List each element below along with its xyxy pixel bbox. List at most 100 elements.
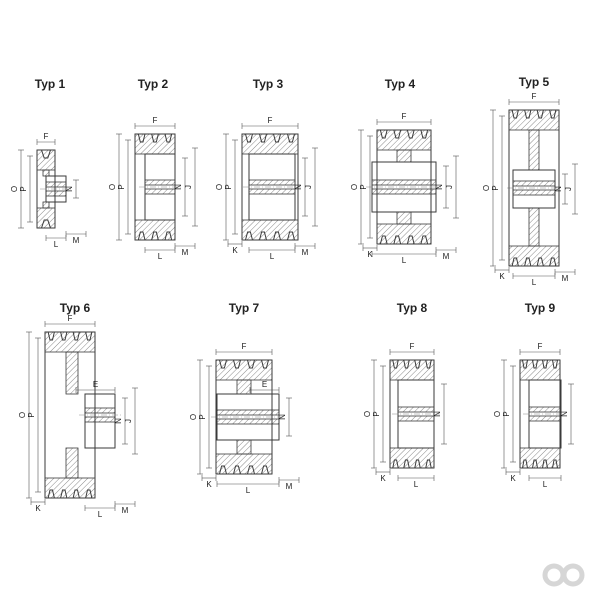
dim-label-m: M bbox=[122, 506, 129, 515]
dim-label-p: P bbox=[198, 414, 207, 419]
bore-upper bbox=[45, 181, 67, 188]
hub bbox=[144, 153, 176, 221]
dim-label-l: L bbox=[98, 510, 103, 519]
bore-upper bbox=[512, 180, 556, 187]
dim-label-l: L bbox=[402, 256, 407, 265]
disc-outline bbox=[508, 109, 560, 267]
bore-upper bbox=[397, 406, 435, 413]
rim-top bbox=[215, 359, 273, 381]
groove-profile bbox=[135, 231, 175, 241]
rim-top bbox=[241, 133, 299, 155]
bore-upper bbox=[84, 407, 116, 414]
dim-label-f: F bbox=[410, 342, 415, 351]
hub bbox=[512, 169, 556, 209]
rim-bottom bbox=[389, 447, 435, 469]
rim-top bbox=[376, 129, 432, 151]
dim-label-m: M bbox=[443, 252, 450, 261]
dim-label-o: O bbox=[10, 186, 19, 192]
dim-label-k: K bbox=[206, 480, 212, 489]
dim-label-o: O bbox=[350, 184, 359, 190]
dim-label-l: L bbox=[270, 252, 275, 261]
dim-label-p: P bbox=[491, 185, 500, 190]
dim-label-p: P bbox=[27, 412, 36, 417]
dim-label-k: K bbox=[510, 474, 516, 483]
rim-bottom bbox=[36, 207, 56, 229]
bore-lower bbox=[144, 188, 176, 195]
type-title: Typ 5 bbox=[519, 75, 550, 89]
dim-label-o: O bbox=[215, 184, 224, 190]
dim-label-k: K bbox=[232, 246, 238, 255]
dim-label-o: O bbox=[108, 184, 117, 190]
dim-label-j: J bbox=[564, 187, 573, 191]
dim-label-p: P bbox=[117, 184, 126, 189]
disc-outline bbox=[44, 331, 96, 499]
disc-outline bbox=[389, 359, 435, 469]
dim-label-o: O bbox=[482, 185, 491, 191]
dim-label-o: O bbox=[493, 411, 502, 417]
web-lower bbox=[396, 211, 412, 225]
dim-label-m: M bbox=[562, 274, 569, 283]
rim-bottom bbox=[241, 219, 299, 241]
bore-upper bbox=[528, 406, 562, 413]
dim-label-m: M bbox=[73, 236, 80, 245]
dim-label-n: N bbox=[554, 186, 563, 192]
dim-label-n: N bbox=[174, 184, 183, 190]
infinity-logo-icon bbox=[542, 563, 585, 587]
dim-label-f: F bbox=[44, 132, 49, 141]
type-title: Typ 1 bbox=[35, 77, 66, 91]
dim-label-j: J bbox=[184, 185, 193, 189]
type-title: Typ 7 bbox=[229, 301, 260, 315]
dim-label-m: M bbox=[182, 248, 189, 257]
dim-label-l: L bbox=[54, 240, 59, 249]
dim-label-o: O bbox=[18, 412, 27, 418]
type-title: Typ 9 bbox=[525, 301, 556, 315]
dim-label-f: F bbox=[532, 92, 537, 101]
disc-outline bbox=[519, 359, 561, 469]
type-title: Typ 3 bbox=[253, 77, 284, 91]
rim-bottom bbox=[519, 447, 561, 469]
rim-top bbox=[508, 109, 560, 131]
dim-label-k: K bbox=[380, 474, 386, 483]
dim-label-o: O bbox=[363, 411, 372, 417]
dim-label-m: M bbox=[302, 248, 309, 257]
web-upper bbox=[236, 379, 252, 395]
dim-label-f: F bbox=[242, 342, 247, 351]
dim-label-f: F bbox=[68, 314, 73, 323]
dim-label-f: F bbox=[402, 112, 407, 121]
bore-lower bbox=[84, 416, 116, 423]
rim-top bbox=[134, 133, 176, 155]
rim-bottom bbox=[376, 223, 432, 245]
dim-label-n: N bbox=[65, 186, 74, 192]
rim-bottom bbox=[215, 453, 273, 475]
web-upper bbox=[65, 351, 79, 395]
dim-label-e: E bbox=[262, 380, 267, 389]
dim-label-k: K bbox=[35, 504, 41, 513]
dim-label-e: E bbox=[93, 380, 98, 389]
rim-top bbox=[519, 359, 561, 381]
type-title: Typ 6 bbox=[60, 301, 91, 315]
groove-profile bbox=[135, 133, 175, 143]
web-lower bbox=[42, 201, 50, 209]
dim-label-n: N bbox=[294, 184, 303, 190]
dim-label-n: N bbox=[433, 411, 442, 417]
dim-label-n: N bbox=[114, 418, 123, 424]
web-upper bbox=[396, 149, 412, 163]
web-upper bbox=[42, 169, 50, 177]
bore-upper bbox=[144, 179, 176, 186]
dim-label-l: L bbox=[414, 480, 419, 489]
bore-upper bbox=[216, 409, 280, 416]
dim-label-p: P bbox=[359, 184, 368, 189]
dim-label-l: L bbox=[246, 486, 251, 495]
type-title: Typ 2 bbox=[138, 77, 169, 91]
dim-label-f: F bbox=[153, 116, 158, 125]
rim-bottom bbox=[134, 219, 176, 241]
dim-label-o: O bbox=[189, 414, 198, 420]
